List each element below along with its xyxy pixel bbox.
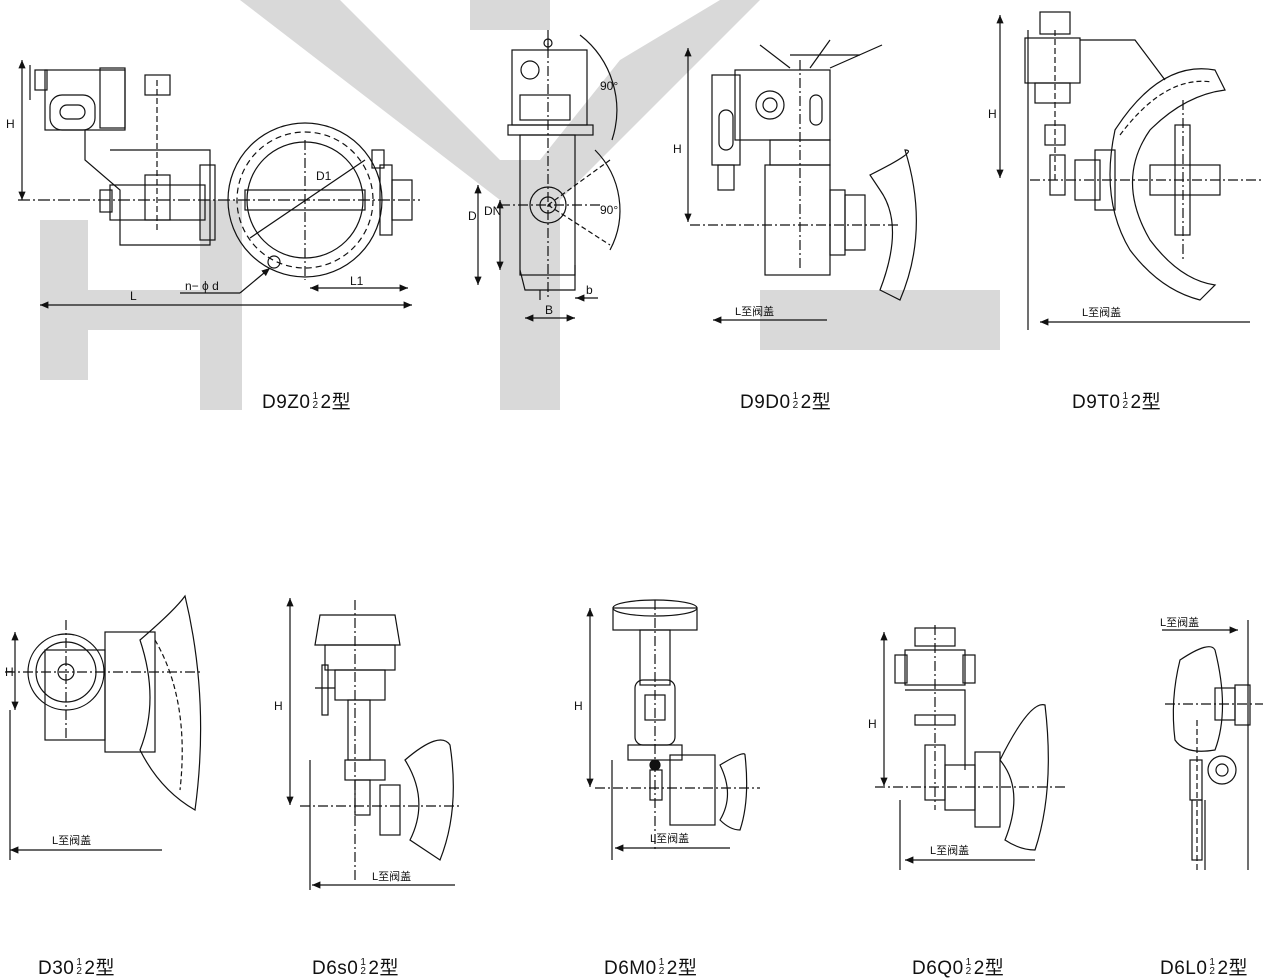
dimension-labels: H D1 L L1 n− ϕ d D DN B b 90° 90° H L至阀盖… [5,79,1199,883]
figure-side-view [474,30,621,322]
caption-suffix: 2型 [368,958,399,978]
caption-prefix: D6s0 [312,958,359,978]
caption-prefix: D6Q0 [912,958,964,978]
figure-d6s0 [286,598,460,890]
label-b-lower: b [586,283,593,297]
fraction-denominator: 2 [965,965,972,977]
caption-suffix: 2型 [666,958,698,978]
caption-prefix: D6M0 [604,958,657,978]
fraction-numerator: 1 [360,956,367,968]
caption-suffix: 2型 [1130,392,1162,413]
caption-suffix: 2型 [800,392,832,413]
fraction-numerator: 1 [1122,390,1129,402]
figure-d9d0 [684,39,917,324]
figure-d6q0 [875,625,1065,870]
label-h-5: H [5,665,14,679]
label-l-to-cover-7: L至阀盖 [650,831,689,845]
fraction-denominator: 2 [312,399,319,411]
fraction-numerator: 1 [965,956,972,968]
label-l-to-cover-8: L至阀盖 [930,843,969,857]
figure-d6l0 [1162,620,1263,870]
label-b-upper: B [545,303,553,317]
fraction-denominator: 2 [1209,965,1216,977]
figure-d6m0 [586,599,760,860]
label-h-8: H [868,717,877,731]
fraction-denominator: 2 [76,965,83,977]
label-h-4: H [988,107,997,121]
caption-suffix: 2型 [320,392,352,413]
label-l-to-cover-6: L至阀盖 [372,869,411,883]
fraction-numerator: 1 [658,956,665,968]
caption-suffix: 2型 [973,958,1005,978]
label-l-to-cover-4: L至阀盖 [1082,305,1121,319]
label-d1: D1 [316,169,332,183]
figure-d9t0 [996,11,1263,330]
label-l-to-cover-9: L至阀盖 [1160,615,1199,629]
fraction-numerator: 1 [76,956,83,968]
label-90-top: 90° [600,79,618,93]
caption-prefix: D9D0 [740,392,791,413]
fraction-denominator: 2 [658,965,665,977]
caption-prefix: D30 [38,958,75,978]
label-h-7: H [574,699,583,713]
label-h-3: H [673,142,682,156]
label-l-to-cover-3: L至阀盖 [735,304,774,318]
label-l-to-cover-5: L至阀盖 [52,833,91,847]
label-90-bottom: 90° [600,203,618,217]
label-l: L [130,289,137,303]
caption-prefix: D9T0 [1072,392,1121,413]
caption-prefix: D9Z0 [262,392,311,413]
fraction-numerator: 1 [1209,956,1216,968]
label-l1: L1 [350,274,364,288]
fraction-denominator: 2 [792,399,799,411]
figure-d30 [5,594,202,860]
caption-suffix: 2型 [1217,958,1249,978]
label-dn: DN [484,204,501,218]
fraction-numerator: 1 [312,390,319,402]
label-h-6: H [274,699,283,713]
fraction-denominator: 2 [360,965,367,977]
caption-prefix: D6L0 [1160,958,1208,978]
label-h-1: H [6,117,15,131]
label-d: D [468,209,477,223]
caption-suffix: 2型 [84,958,115,978]
label-n-phi-d: n− ϕ d [185,279,219,293]
figure-d9z0 [18,60,420,309]
fraction-denominator: 2 [1122,399,1129,411]
fraction-numerator: 1 [792,390,799,402]
